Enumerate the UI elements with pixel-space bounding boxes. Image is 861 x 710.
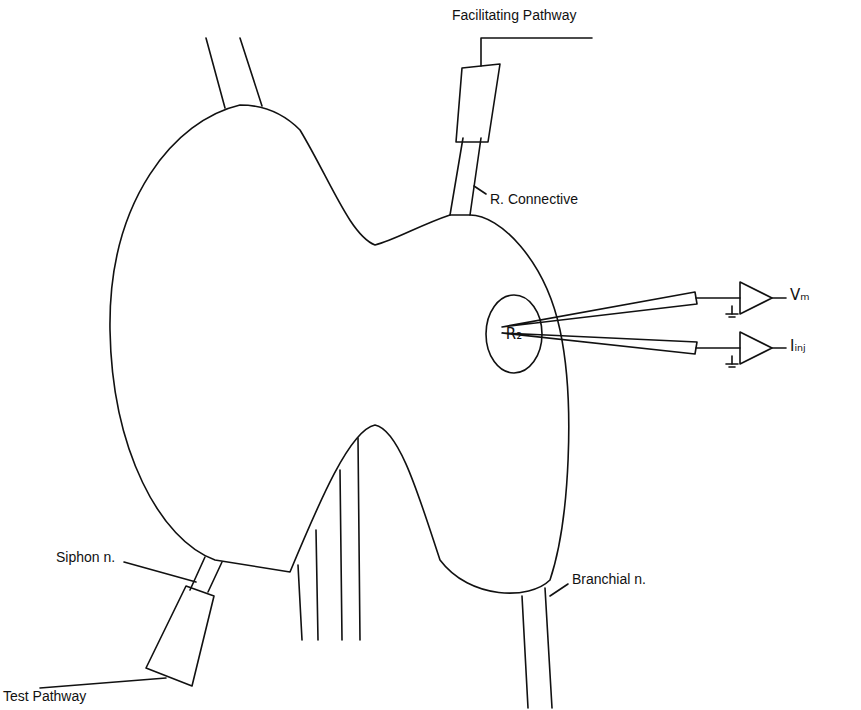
part-label: Siphon n. xyxy=(56,550,115,565)
branchial-nerve xyxy=(522,596,528,708)
siphon-nerve xyxy=(190,557,205,590)
amplifier-output xyxy=(772,347,786,349)
leader-line xyxy=(474,186,486,194)
part-label: Iᵢₙⱼ xyxy=(790,338,806,355)
suction-electrode xyxy=(456,64,500,142)
amplifier-symbol xyxy=(740,282,772,314)
amplifier-symbol xyxy=(740,332,772,364)
microelectrode xyxy=(502,333,697,354)
right-connective xyxy=(450,138,463,215)
part-label: Branchial n. xyxy=(572,572,646,587)
leader-line xyxy=(550,584,568,596)
nerve xyxy=(298,565,302,640)
ground-symbol xyxy=(726,363,738,365)
left-connective xyxy=(240,38,262,106)
part-label: Facilitating Pathway xyxy=(452,8,577,23)
stimulus-wire xyxy=(40,678,166,688)
electrode-wire xyxy=(696,347,740,349)
microelectrode xyxy=(502,292,697,327)
part-label: R. Connective xyxy=(490,192,578,207)
electrode-wire xyxy=(696,297,740,299)
nerve xyxy=(316,530,318,640)
leader-line xyxy=(124,562,196,582)
nerve xyxy=(358,438,360,640)
amplifier-output xyxy=(772,297,786,299)
siphon-nerve xyxy=(208,562,222,592)
branchial-nerve xyxy=(545,588,552,708)
nerve xyxy=(340,470,342,640)
ground-symbol xyxy=(731,356,733,364)
ground-symbol xyxy=(729,316,735,318)
ground-symbol xyxy=(729,366,735,368)
neuron-cell: R₂ xyxy=(485,294,543,374)
right-connective xyxy=(470,138,481,215)
left-connective xyxy=(206,38,225,108)
ground-symbol xyxy=(731,306,733,314)
stimulus-wire xyxy=(481,38,592,66)
cell-outline xyxy=(486,295,542,373)
ganglion-outline xyxy=(110,105,569,593)
suction-electrode xyxy=(146,586,214,686)
part-label: Vₘ xyxy=(790,287,810,304)
ground-symbol xyxy=(726,313,738,315)
part-label: Test Pathway xyxy=(3,689,86,704)
cell-label: R₂ xyxy=(506,325,522,343)
